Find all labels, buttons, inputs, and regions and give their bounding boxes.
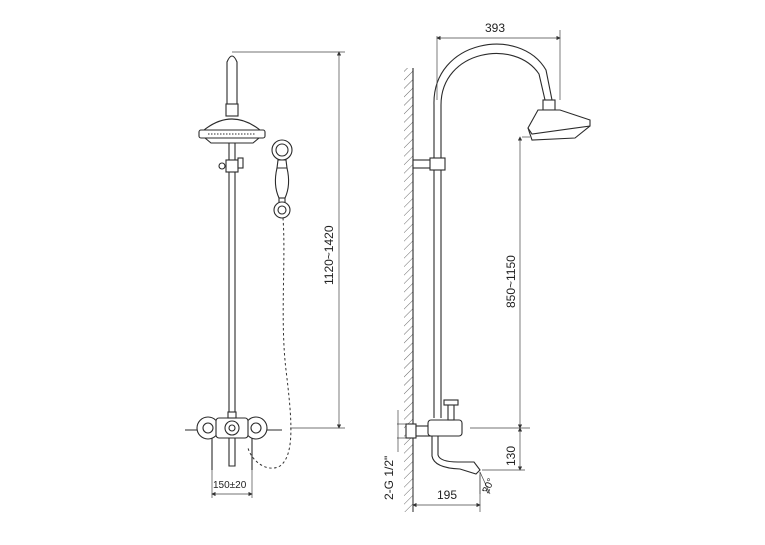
dim-outlet-spacing: 150±20	[211, 470, 253, 498]
side-slide-bracket	[429, 157, 446, 171]
label-arm-reach: 393	[485, 21, 505, 35]
dim-spout-angle: 20°	[479, 471, 497, 495]
dim-head-height-side: 850~1150	[470, 136, 530, 429]
dim-spout-reach: 195	[412, 475, 481, 512]
wall	[404, 68, 414, 512]
dim-spout-drop: 130	[482, 427, 525, 471]
label-spout-drop: 130	[504, 446, 518, 466]
label-outlet-spacing: 150±20	[213, 480, 247, 491]
front-view: 1120~1420 150±20	[185, 51, 345, 498]
side-wall-flange	[405, 423, 417, 439]
label-spout-reach: 195	[437, 488, 457, 502]
label-thread-size: 2-G 1/2"	[382, 456, 396, 500]
side-view: 393 850~1150 130 2-G 1/2" 195	[382, 21, 591, 512]
dim-thread-size: 2-G 1/2"	[382, 410, 406, 500]
side-arm-outer	[433, 43, 553, 106]
front-head-connector	[225, 103, 239, 117]
front-hand-shower	[271, 139, 293, 219]
side-mixer	[405, 399, 481, 475]
front-slide-bracket	[218, 157, 244, 173]
front-shower-head	[198, 118, 266, 144]
label-height-range-front: 1120~1420	[322, 225, 336, 285]
front-mixer	[185, 411, 282, 470]
front-riser-top	[226, 55, 238, 104]
label-head-height-side: 850~1150	[504, 255, 518, 308]
side-spout	[431, 435, 481, 475]
side-arm-inner	[440, 53, 546, 106]
side-shower-head	[527, 99, 591, 141]
dim-arm-reach: 393	[436, 21, 561, 100]
dim-height-range-front: 1120~1420	[232, 51, 345, 429]
